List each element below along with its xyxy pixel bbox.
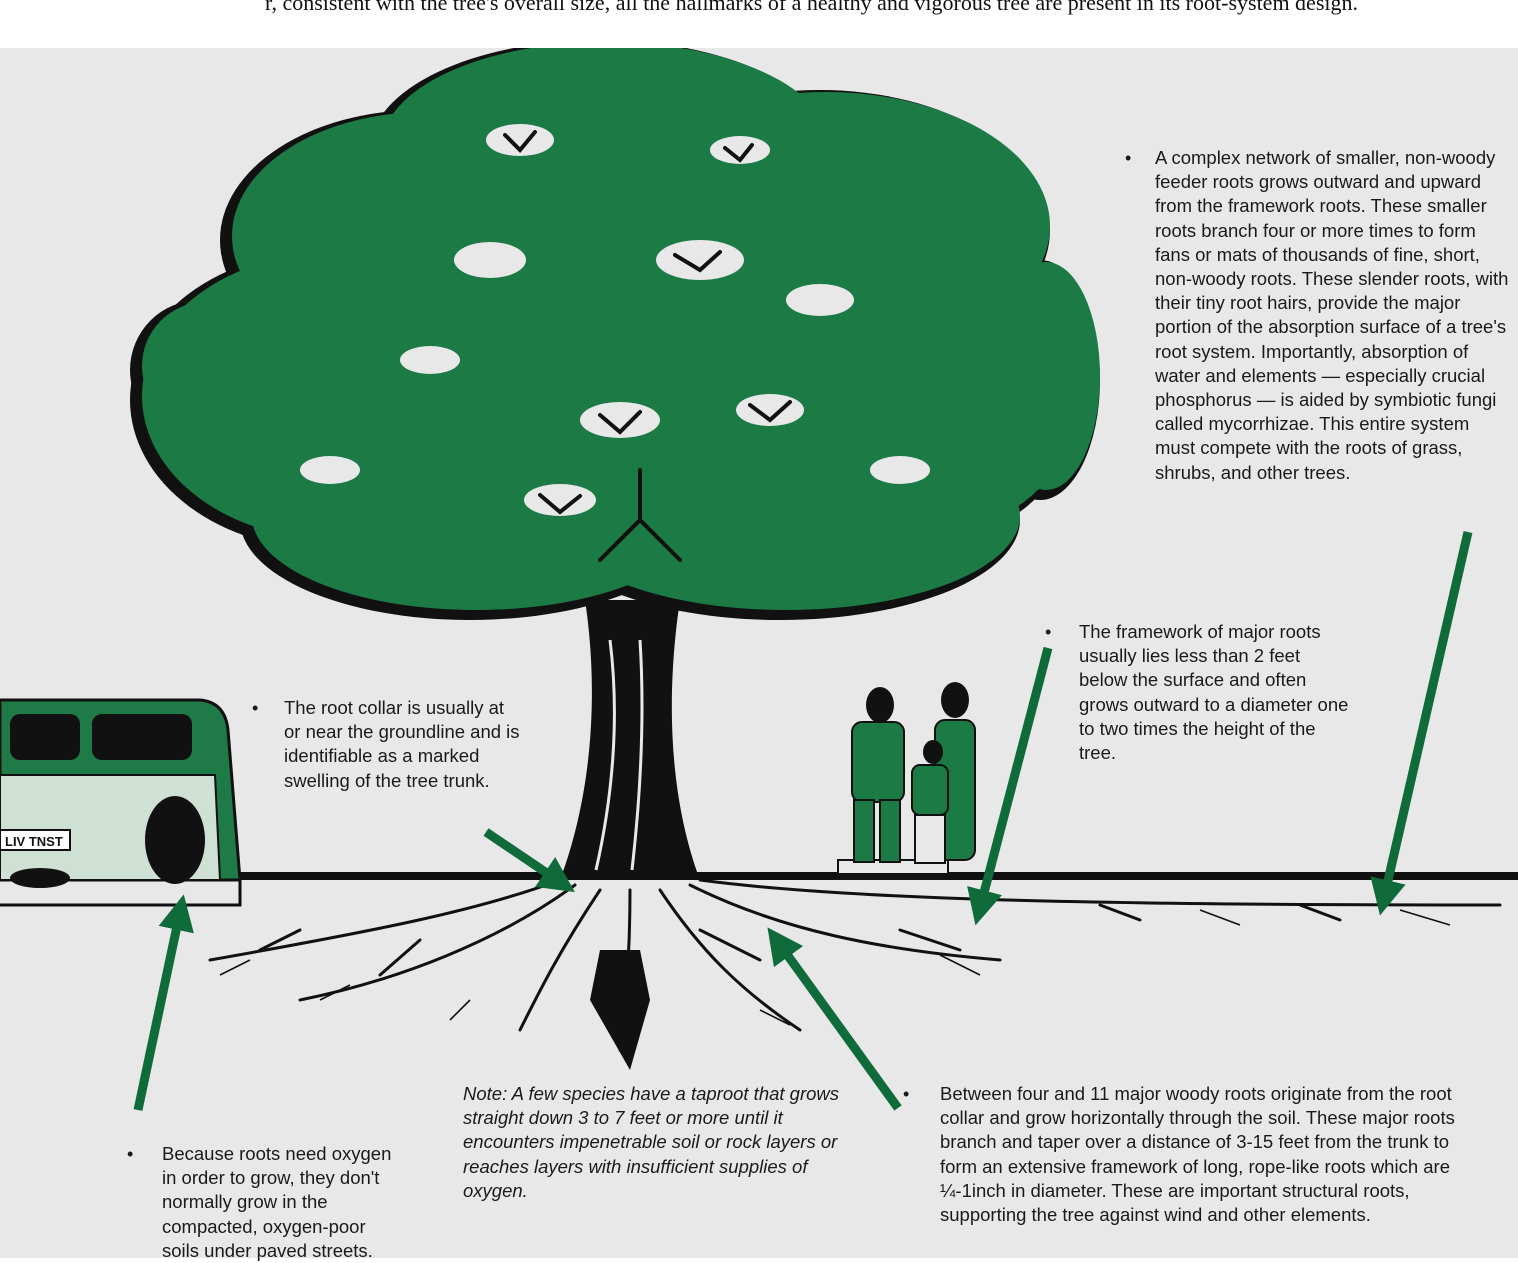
- note-feeder-roots: • A complex network of smaller, non-wood…: [1125, 147, 1509, 483]
- arrow-feeder-roots: [1370, 530, 1473, 916]
- note-woody-roots: • Between four and 11 major woody roots …: [903, 1083, 1455, 1226]
- vehicle: LIV TNST: [0, 698, 242, 888]
- arrow-oxygen: [133, 894, 194, 1111]
- arrow-root-collar: [483, 828, 575, 893]
- top-caption-text: r, consistent with the tree's overall si…: [265, 0, 1358, 15]
- note-root-collar: • The root collar is usually at or near …: [252, 697, 520, 791]
- tree-root-illustration: LIV TNST: [0, 48, 1518, 1111]
- vehicle-plate: LIV TNST: [5, 834, 63, 849]
- note-taproot: Note: A few species have a taproot that …: [463, 1083, 840, 1201]
- tree-canopy: [130, 48, 1100, 620]
- annotation-arrows: [133, 530, 1473, 1111]
- illustration-panel: LIV TNST • A complex network of smaller,…: [0, 48, 1518, 1261]
- people-figures: [837, 682, 976, 875]
- arrow-framework-roots: [967, 646, 1053, 926]
- note-oxygen: • Because roots need oxygen in order to …: [127, 1143, 392, 1261]
- ground-and-roots: [0, 872, 1518, 1070]
- note-framework-roots: • The framework of major roots usually l…: [1045, 621, 1349, 764]
- top-caption: r, consistent with the tree's overall si…: [0, 0, 1518, 48]
- tree-trunk: [560, 600, 700, 880]
- arrow-woody-roots: [767, 927, 902, 1111]
